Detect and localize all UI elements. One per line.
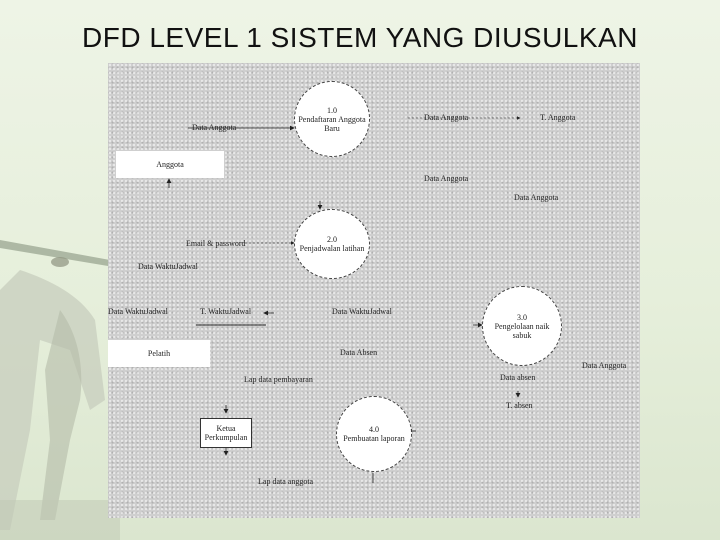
flow-label: Data WaktuJadwal xyxy=(108,307,168,316)
flow-label: Lap data anggota xyxy=(258,477,314,486)
slide-title: DFD LEVEL 1 SISTEM YANG DIUSULKAN xyxy=(82,22,638,53)
process-label: 1.0 Pendaftaran Anggota Baru xyxy=(298,105,366,133)
entity-ketua: Ketua Perkumpulan xyxy=(200,418,252,448)
flow-label: Data Anggota xyxy=(514,193,559,202)
flow-label: Data Anggota xyxy=(424,113,469,122)
datastore-t-absen: T. absen xyxy=(506,401,533,410)
entity-anggota: Anggota xyxy=(116,151,224,178)
process-4-laporan: 4.0 Pembuatan laporan xyxy=(336,396,412,472)
flow-label: Lap data pembayaran xyxy=(244,375,313,384)
flow-label: Data Anggota xyxy=(192,123,237,132)
flow-label: Data Absen xyxy=(340,348,378,357)
process-1-pendaftaran: 1.0 Pendaftaran Anggota Baru xyxy=(294,81,370,157)
flow-label: Data WaktuJadwal xyxy=(138,262,198,271)
datastore-t-waktujadwal: T. WaktuJadwal xyxy=(200,307,252,316)
flow-label: Data Anggota xyxy=(582,361,627,370)
dfd-diagram: 1.0 Pendaftaran Anggota Baru 2.0 Penjadw… xyxy=(108,63,640,518)
process-label: 3.0 Pengelolaan naik sabuk xyxy=(494,312,550,340)
flow-label: Data WaktuJadwal xyxy=(332,307,392,316)
martial-artist-background xyxy=(0,240,120,540)
entity-pelatih: Pelatih xyxy=(108,340,210,367)
flow-label: Data absen xyxy=(500,373,536,382)
datastore-t-anggota: T. Anggota xyxy=(540,113,576,122)
process-2-penjadwalan: 2.0 Penjadwalan latihan xyxy=(294,209,370,279)
flow-label: Email & password xyxy=(186,239,246,248)
process-label: 2.0 Penjadwalan latihan xyxy=(299,235,365,253)
flow-lines xyxy=(166,116,521,483)
process-3-naik-sabuk: 3.0 Pengelolaan naik sabuk xyxy=(482,286,562,366)
process-label: 4.0 Pembuatan laporan xyxy=(343,425,405,443)
flow-label: Data Anggota xyxy=(424,174,469,183)
